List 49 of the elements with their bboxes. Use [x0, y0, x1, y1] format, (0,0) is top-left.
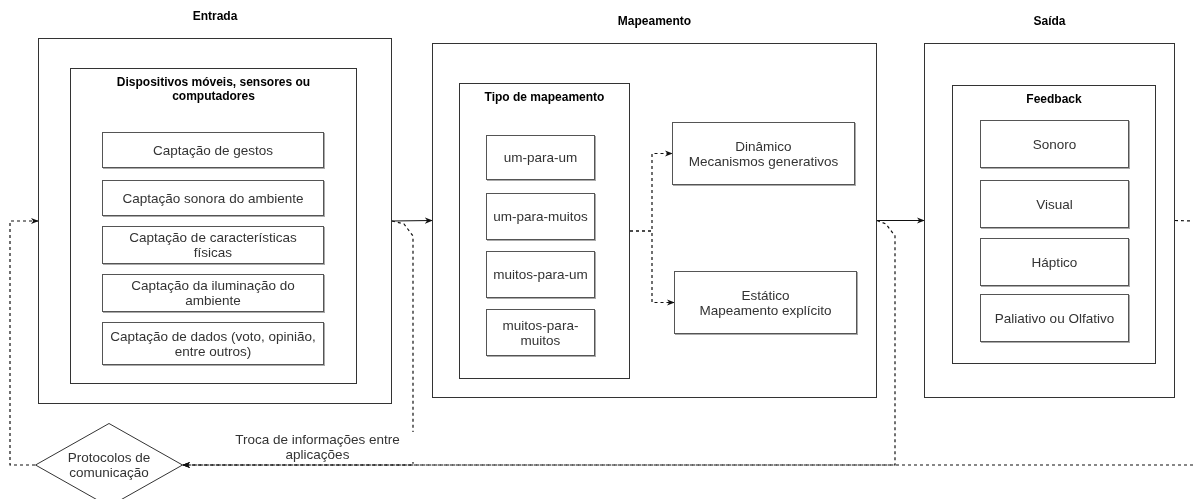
arrow [876, 217, 925, 224]
box-label: Captação de características físicas [128, 230, 298, 260]
box-label: Captação de gestos [152, 142, 274, 158]
connector-line [1174, 219, 1193, 222]
box-label: Sonoro [1032, 136, 1077, 152]
box-label: Mapeamento explícito [699, 302, 832, 318]
box-label: um-para-muitos [493, 209, 588, 224]
process-box [672, 122, 855, 185]
box-label: Paliativo ou Olfativo [994, 310, 1115, 326]
group-box [952, 85, 1156, 364]
group-box [70, 68, 357, 384]
box-label: Captação da iluminação do ambiente [130, 278, 296, 308]
process-box [980, 238, 1129, 286]
diamond-label: Protocolos de comunicação [66, 450, 152, 480]
process-box [102, 180, 324, 216]
group-heading: Tipo de mapeamento [483, 90, 606, 104]
process-box [674, 271, 857, 334]
process-box [486, 135, 595, 180]
process-box [980, 180, 1129, 228]
arrow [629, 230, 675, 306]
process-box [102, 132, 324, 168]
box-label: Captação sonora do ambiente [122, 190, 304, 206]
group-heading: Dispositivos móveis, sensores ou computadores [115, 75, 312, 103]
arrow [391, 217, 433, 224]
process-box [980, 120, 1129, 168]
process-box [980, 294, 1129, 342]
group-heading: Feedback [1025, 92, 1083, 106]
decision-diamond [35, 423, 183, 499]
process-box [486, 251, 595, 298]
box-label: Dinâmico [735, 138, 792, 154]
process-box [102, 226, 324, 264]
box-label: Captação de dados (voto, opinião, entre outros) [109, 328, 317, 359]
box-label: muitos-para-um [493, 267, 588, 282]
box-label: Visual [1036, 196, 1073, 212]
section-heading: Entrada [191, 9, 239, 23]
arrow [182, 461, 1193, 469]
box-label: Mecanismos generativos [688, 153, 839, 169]
process-box [102, 322, 324, 365]
arrow [9, 217, 39, 466]
group-box [459, 83, 630, 379]
process-box [486, 193, 595, 240]
box-label: Háptico [1031, 254, 1078, 270]
box-label: Estático [741, 287, 790, 303]
box-label: muitos-para-muitos [501, 317, 580, 348]
box-label: um-para-um [503, 150, 578, 165]
section-heading: Mapeamento [616, 14, 693, 28]
process-box [102, 274, 324, 312]
section-heading: Saída [1032, 14, 1067, 28]
process-box [486, 309, 595, 356]
